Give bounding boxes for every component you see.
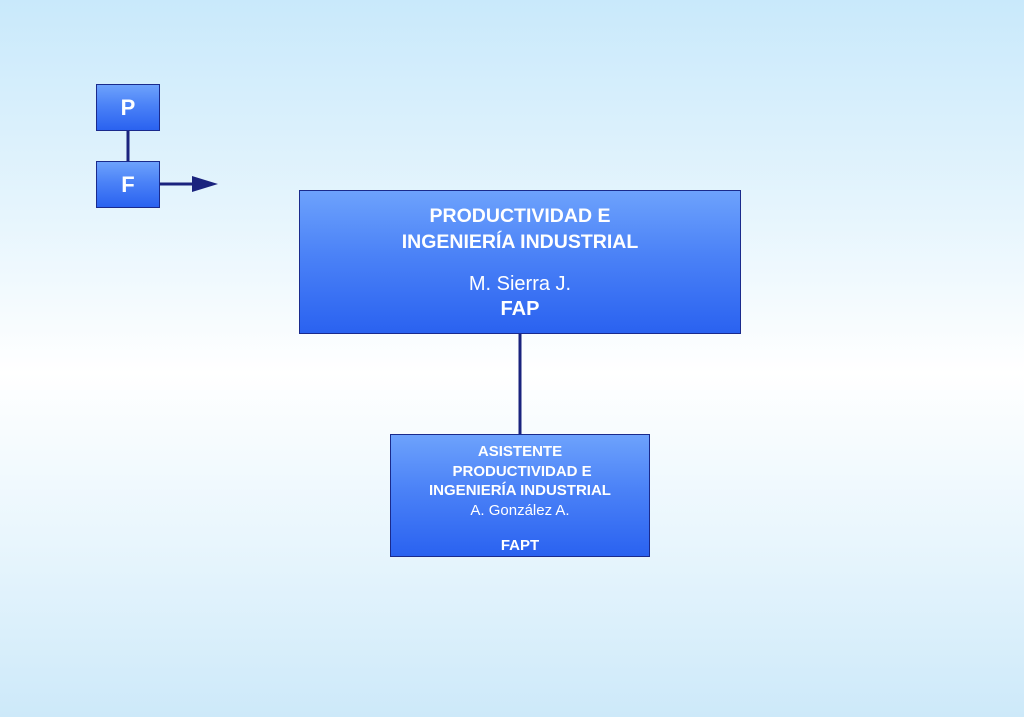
assistant-unit-code: FAPT [500, 537, 540, 554]
main-unit-person: M. Sierra J. [468, 273, 572, 295]
assistant-unit-title-line1: ASISTENTE [477, 443, 563, 460]
assistant-unit-person: A. González A. [470, 501, 570, 519]
legend-box-f-label: F [121, 171, 135, 197]
legend-box-f: F [96, 161, 160, 208]
main-unit-title-line2: INGENIERÍA INDUSTRIAL [401, 231, 639, 253]
legend-box-p: P [96, 84, 160, 131]
assistant-unit-title-line3: INGENIERÍA INDUSTRIAL [429, 482, 611, 499]
assistant-unit-box: ASISTENTE PRODUCTIVIDAD E INGENIERÍA IND… [390, 434, 650, 557]
main-unit-title-line1: PRODUCTIVIDAD E [429, 205, 611, 227]
main-unit-code: FAP [500, 298, 540, 320]
legend-arrowhead [192, 176, 218, 192]
assistant-unit-title-line2: PRODUCTIVIDAD E [448, 462, 592, 480]
main-unit-box: PRODUCTIVIDAD E INGENIERÍA INDUSTRIAL M.… [299, 190, 741, 334]
legend-box-p-label: P [120, 94, 136, 120]
